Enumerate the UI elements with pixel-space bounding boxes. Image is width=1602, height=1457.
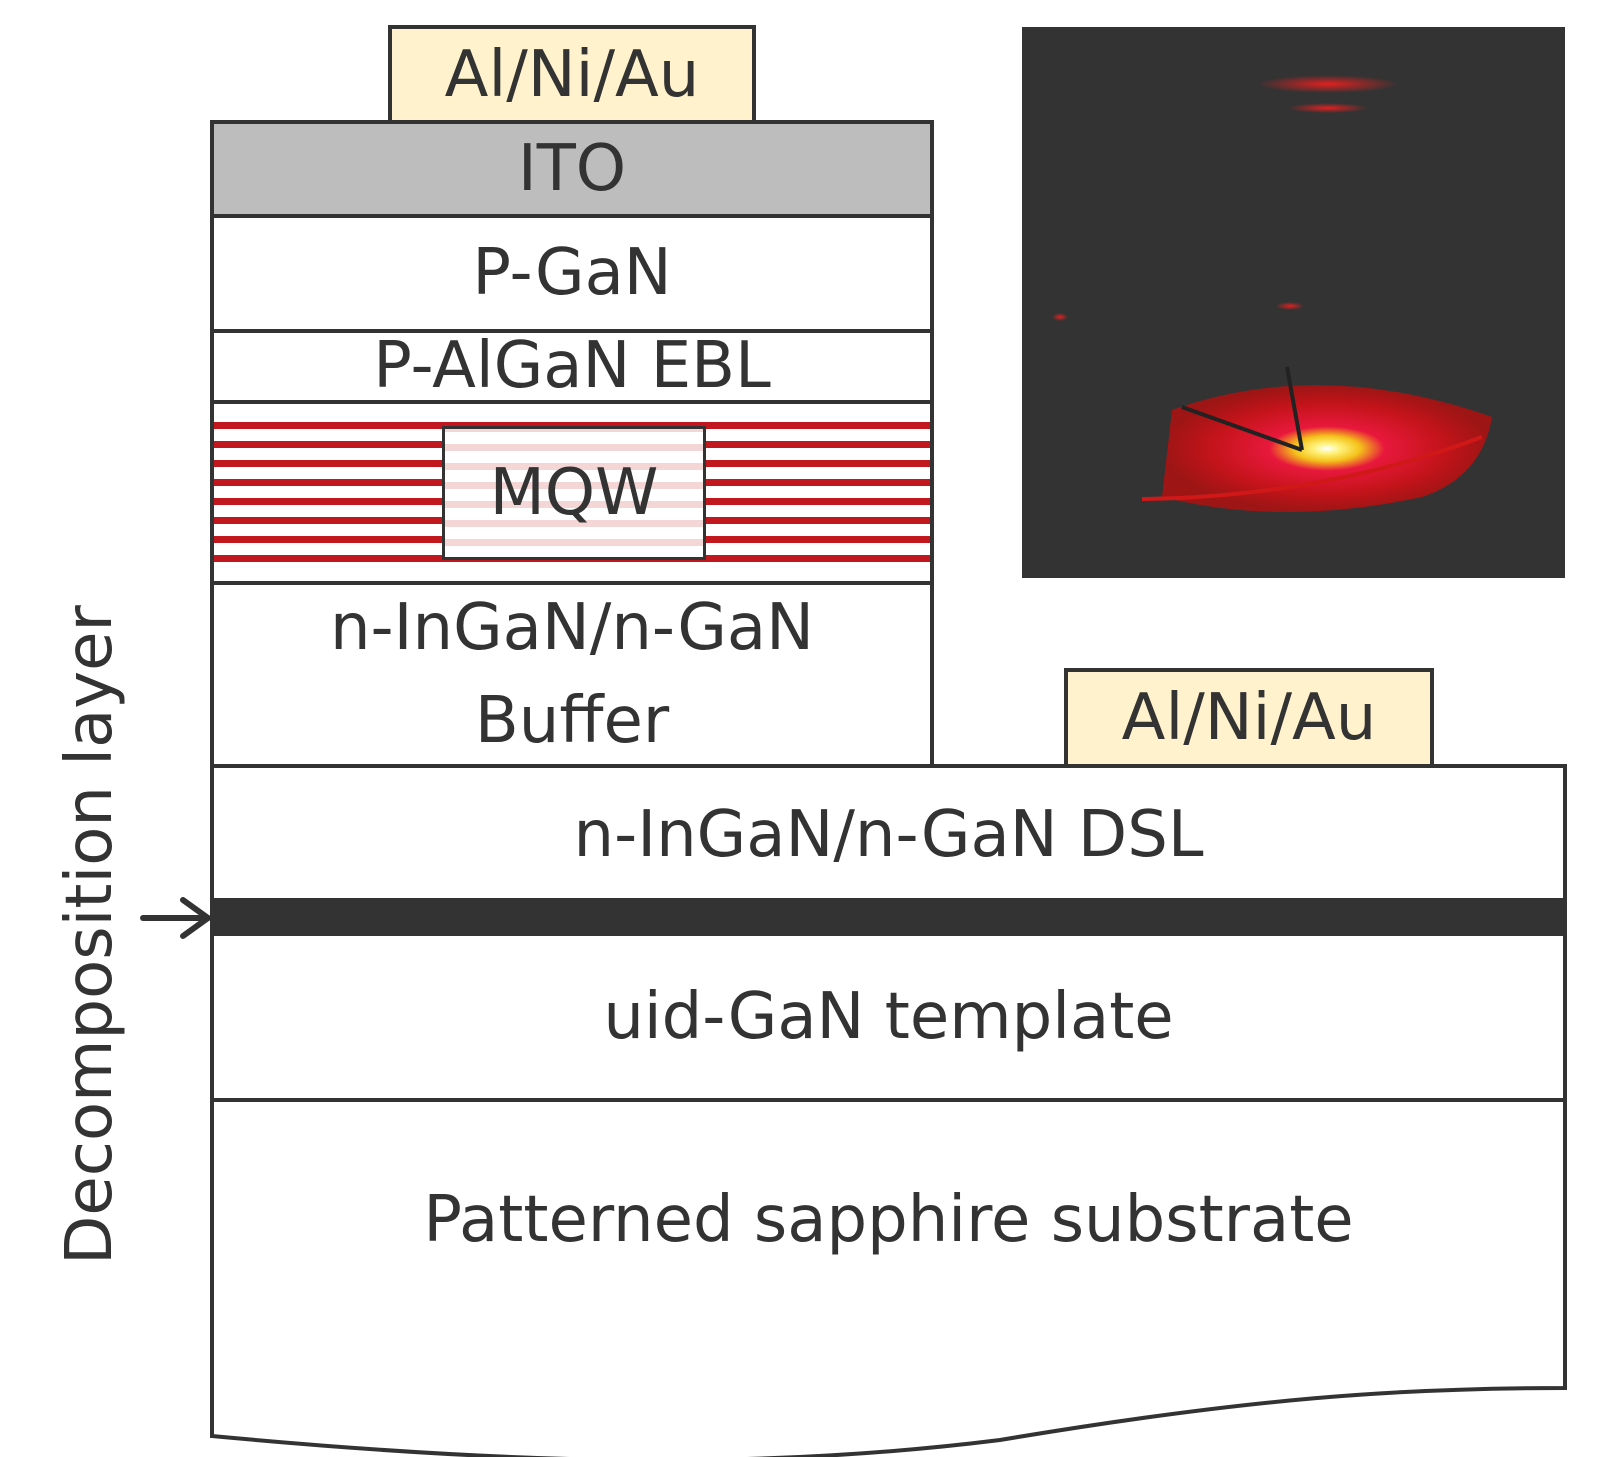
reflection-spot bbox=[1276, 302, 1304, 310]
decomposition-annotation: Decomposition layer bbox=[35, 575, 145, 1295]
layer-p-algan-ebl-label: P-AlGaN EBL bbox=[373, 329, 771, 404]
wafer-edge bbox=[1141, 435, 1483, 501]
mqw-inner-stripes bbox=[445, 429, 703, 557]
layer-ito-label: ITO bbox=[517, 131, 627, 206]
quantum-well-stripe-inner bbox=[445, 558, 703, 560]
layer-buffer-label-line1: n-InGaN/n-GaN bbox=[329, 591, 815, 666]
top-contact-label: Al/Ni/Au bbox=[444, 37, 700, 112]
side-contact-label: Al/Ni/Au bbox=[1121, 680, 1377, 755]
reflection-spot bbox=[1052, 313, 1068, 321]
probe-needle bbox=[1181, 405, 1303, 452]
layer-p-gan: P-GaN bbox=[210, 214, 934, 333]
mqw-label-box: MQW bbox=[442, 426, 706, 560]
layer-buffer: n-InGaN/n-GaN Buffer bbox=[210, 581, 934, 769]
layer-decomposition bbox=[210, 898, 1567, 938]
layer-substrate-label: Patterned sapphire substrate bbox=[423, 1182, 1354, 1257]
quantum-well-stripe-inner bbox=[445, 482, 703, 489]
top-contact: Al/Ni/Au bbox=[388, 25, 756, 125]
quantum-well-stripe-inner bbox=[445, 520, 703, 527]
quantum-well-stripe-inner bbox=[445, 463, 703, 470]
reflection-spot bbox=[1288, 103, 1368, 113]
quantum-well-stripe-inner bbox=[445, 539, 703, 546]
decomposition-annotation-label: Decomposition layer bbox=[52, 605, 127, 1265]
layer-uid-gan-template-label: uid-GaN template bbox=[603, 979, 1174, 1054]
layer-dsl: n-InGaN/n-GaN DSL bbox=[210, 764, 1567, 902]
side-contact: Al/Ni/Au bbox=[1064, 668, 1434, 768]
emission-photo bbox=[1022, 27, 1565, 578]
probe-needle bbox=[1285, 366, 1304, 451]
layer-p-gan-label: P-GaN bbox=[472, 236, 672, 311]
wafer-glow bbox=[1162, 385, 1492, 512]
layer-ito: ITO bbox=[210, 120, 934, 218]
mqw-label: MQW bbox=[489, 455, 659, 530]
quantum-well-line bbox=[214, 422, 930, 429]
emission-photo-art bbox=[1052, 75, 1492, 512]
layer-substrate: Patterned sapphire substrate bbox=[212, 1150, 1565, 1290]
quantum-well-stripe-inner bbox=[445, 444, 703, 451]
layer-dsl-label: n-InGaN/n-GaN DSL bbox=[573, 797, 1204, 872]
layer-uid-gan-template: uid-GaN template bbox=[210, 936, 1567, 1102]
quantum-well-stripe-inner bbox=[445, 501, 703, 508]
reflection-spot bbox=[1258, 75, 1398, 93]
arrow-right-icon bbox=[140, 897, 211, 939]
layer-mqw: MQW bbox=[210, 400, 934, 585]
quantum-well-stripe-inner bbox=[445, 429, 703, 432]
layer-buffer-label-line2: Buffer bbox=[474, 684, 670, 758]
layer-p-algan-ebl: P-AlGaN EBL bbox=[210, 329, 934, 404]
